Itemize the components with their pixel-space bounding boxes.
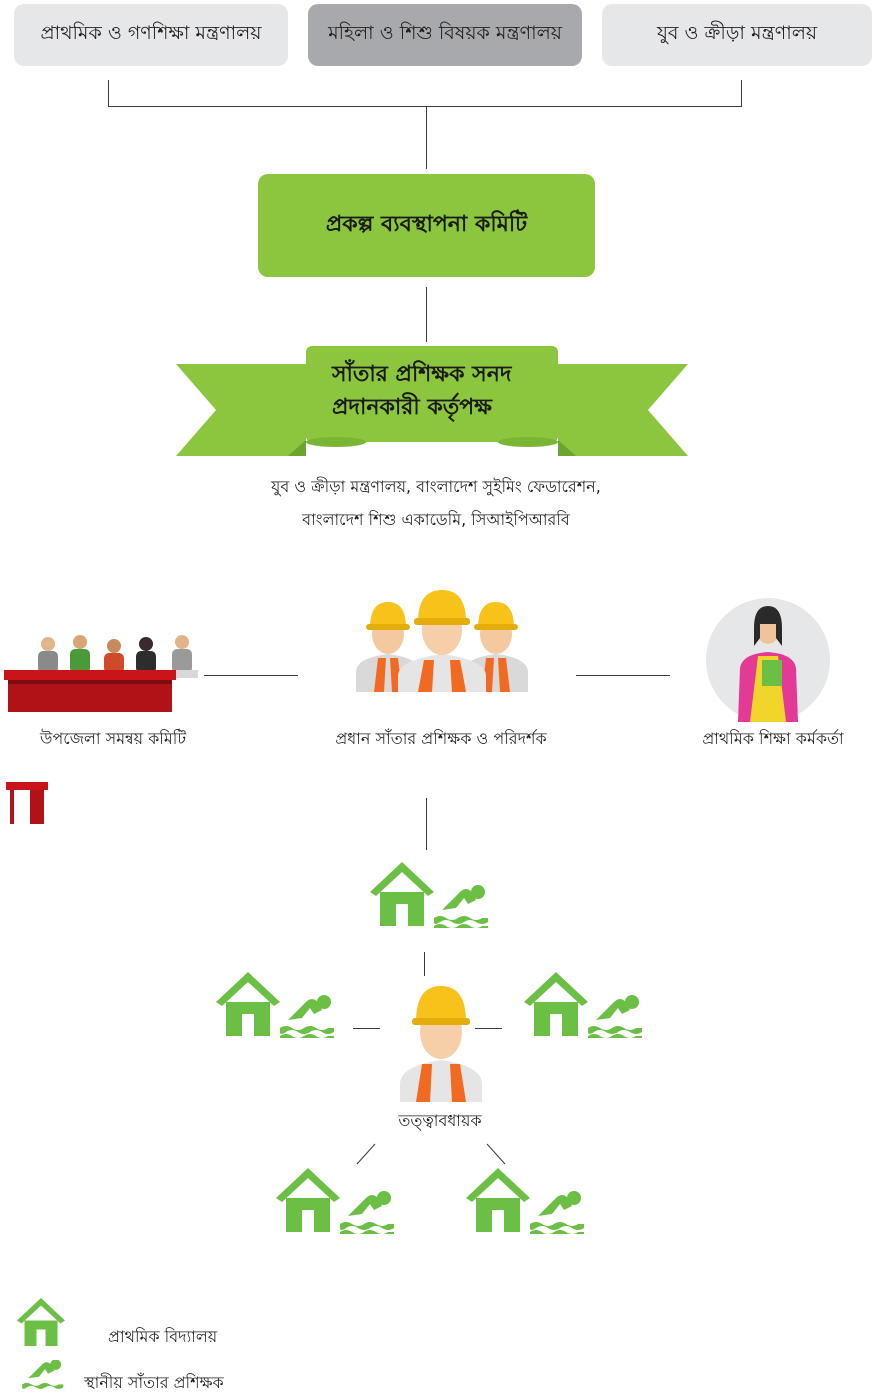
school-icon [216, 972, 280, 1036]
school-swimmer-group [466, 1168, 584, 1234]
connector-line [426, 798, 427, 850]
project-committee-label: প্রকল্প ব্যবস্থাপনা কমিটি [325, 212, 528, 237]
ribbon-banner [176, 346, 688, 456]
swimmer-icon [340, 1191, 394, 1234]
connector-line [353, 1028, 380, 1029]
school-icon [466, 1168, 530, 1232]
education-officer-label: প্রাথমিক শিক্ষা কর্মকর্তা [702, 729, 844, 748]
chief-trainers-icon [356, 590, 528, 692]
connector-lines-diagonal [356, 1143, 506, 1165]
school-swimmer-group [276, 1168, 394, 1234]
ministry-youth-sports: যুব ও ক্রীড়া মন্ত্রণালয় [602, 4, 872, 66]
connector-line [475, 1028, 502, 1029]
connector-line [424, 952, 425, 976]
authority-members-line1: যুব ও ক্রীড়া মন্ত্রণালয়, বাংলাদেশ সুইম… [271, 477, 601, 496]
swimmer-icon [280, 995, 334, 1038]
education-officer-icon [706, 598, 830, 722]
connector-line [204, 675, 298, 676]
swimmer-icon [530, 1191, 584, 1234]
authority-members-line2: বাংলাদেশ শিশু একাডেমি, সিআইপিআরবি [302, 510, 570, 529]
certifying-authority-line1: সাঁতার প্রশিক্ষক সনদ [332, 362, 512, 387]
ministry-label: যুব ও ক্রীড়া মন্ত্রণালয় [656, 22, 818, 44]
connector-line [741, 80, 742, 107]
upazila-committee-label: উপজেলা সমন্বয় কমিটি [39, 729, 187, 748]
table-leg-fragment [6, 782, 48, 824]
connector-line [576, 675, 670, 676]
legend-school-label: প্রাথমিক বিদ্যালয় [108, 1327, 218, 1346]
school-swimmer-group [216, 972, 334, 1038]
legend-trainer-label: স্থানীয় সাঁতার প্রশিক্ষক [84, 1373, 224, 1392]
project-committee-box: প্রকল্প ব্যবস্থাপনা কমিটি [258, 174, 595, 277]
school-icon [370, 862, 434, 926]
connector-line [426, 107, 427, 169]
authority-members: যুব ও ক্রীড়া মন্ত্রণালয়, বাংলাদেশ সুইম… [186, 474, 686, 534]
connector-line [426, 287, 427, 342]
connector-line [108, 106, 742, 107]
supervisor-icon [400, 986, 482, 1102]
legend-swimmer-icon [22, 1360, 64, 1389]
swimmer-icon [434, 885, 488, 928]
connector-line [108, 80, 109, 107]
ministry-primary-education: প্রাথমিক ও গণশিক্ষা মন্ত্রণালয় [14, 4, 288, 66]
committee-meeting-icon [4, 635, 198, 712]
ministry-label: মহিলা ও শিশু বিষয়ক মন্ত্রণালয় [328, 22, 562, 44]
certifying-authority-line2: প্রদানকারী কর্তৃপক্ষ [332, 395, 492, 420]
school-icon [276, 1168, 340, 1232]
swimmer-icon [588, 995, 642, 1038]
school-icon [524, 972, 588, 1036]
legend-school-icon [17, 1298, 65, 1346]
ministry-women-children: মহিলা ও শিশু বিষয়ক মন্ত্রণালয় [308, 4, 582, 66]
supervisor-label: তত্ত্বাবধায়ক [398, 1111, 482, 1130]
certifying-authority-label: সাঁতার প্রশিক্ষক সনদ প্রদানকারী কর্তৃপক্… [306, 358, 558, 424]
ministry-label: প্রাথমিক ও গণশিক্ষা মন্ত্রণালয় [40, 22, 262, 44]
school-swimmer-group [524, 972, 642, 1038]
chief-trainer-label: প্রধান সাঁতার প্রশিক্ষক ও পরিদর্শক [335, 729, 547, 748]
school-swimmer-group [370, 862, 488, 928]
